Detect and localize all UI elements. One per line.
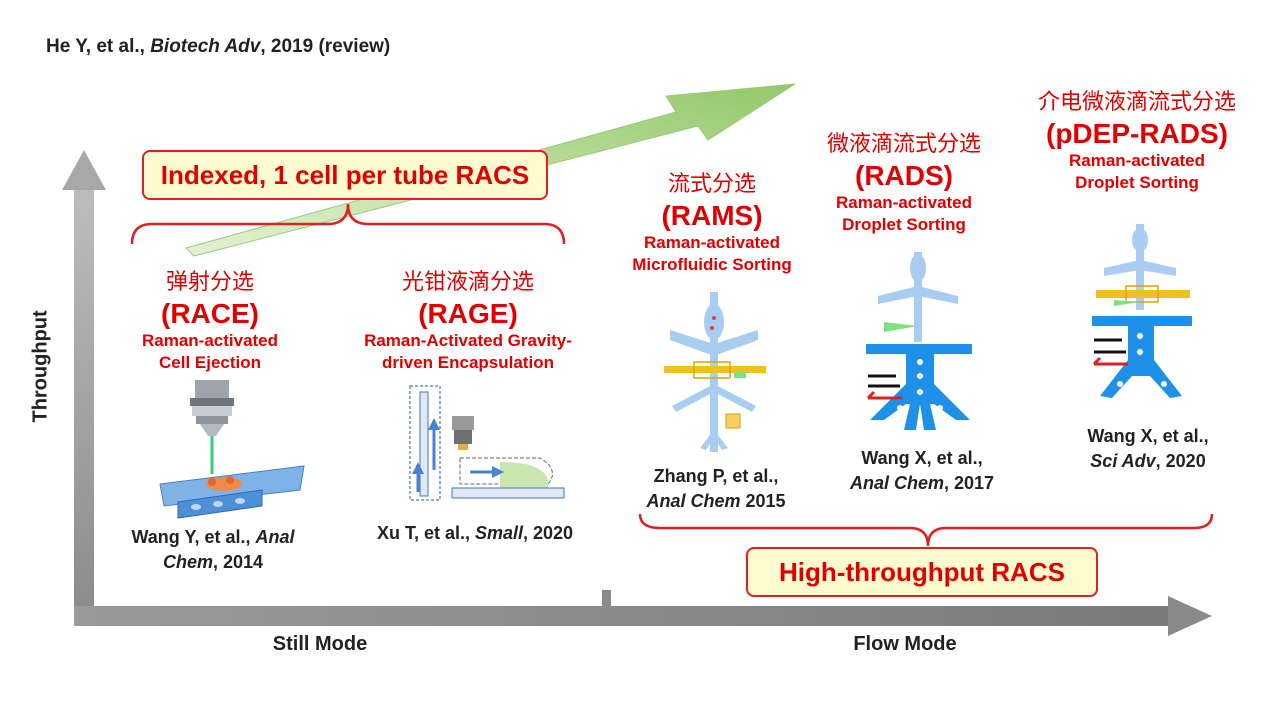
rams-reference: Zhang P, et al., Anal Chem 2015	[626, 464, 806, 514]
rams-desc-2: Microfluidic Sorting	[632, 255, 792, 274]
race-ref-year: , 2014	[212, 552, 264, 572]
rads-reference: Wang X, et al., Anal Chem, 2017	[832, 446, 1012, 496]
race-ref-journal-2: Chem	[162, 552, 213, 572]
pdep-rads-ref-journal: Sci Adv	[1090, 451, 1156, 471]
race-illustration	[159, 380, 305, 519]
brace-still-mode	[130, 203, 566, 245]
rads-zh-title: 微液滴流式分选	[826, 132, 981, 157]
pdep-rads-zh-title: 介电微液滴流式分选	[1037, 90, 1236, 115]
rage-desc-1: Raman-Activated Gravity-	[364, 331, 572, 350]
header-citation: He Y, et al., Biotech Adv, 2019 (review)	[46, 36, 390, 58]
race-reference: Wang Y, et al., Anal Chem, 2014	[118, 525, 308, 575]
race-ref-journal-1: Anal	[255, 527, 295, 547]
rage-ref-year: , 2020	[523, 523, 574, 543]
pdep-rads-ref-authors: Wang X, et al.,	[1087, 426, 1209, 446]
rage-desc-2: driven Encapsulation	[382, 353, 554, 372]
header-author: He Y, et al.,	[46, 36, 151, 57]
method-rage: 光钳液滴分选 (RAGE) Raman-Activated Gravity- d…	[336, 264, 600, 374]
rams-illustration	[664, 292, 766, 452]
race-desc-1: Raman-activated	[141, 331, 279, 350]
x-axis-arrow	[74, 590, 1212, 636]
pdep-rads-illustration	[1092, 224, 1192, 398]
high-throughput-racs-box: High-throughput RACS	[746, 547, 1098, 597]
rads-ref-authors: Wang X, et al.,	[861, 448, 983, 468]
y-axis-label: Throughput	[29, 310, 52, 423]
x-axis-label-still: Still Mode	[272, 633, 368, 655]
method-rads: 微液滴流式分选 (RADS) Raman-activated Droplet S…	[804, 126, 1004, 236]
rams-ref-journal: Anal Chem	[646, 491, 741, 511]
rage-ref-authors: Xu T, et al.,	[376, 523, 475, 543]
header-journal: Biotech Adv	[150, 36, 261, 57]
rads-desc-1: Raman-activated	[835, 193, 973, 212]
rage-zh-title: 光钳液滴分选	[401, 270, 534, 295]
method-rams: 流式分选 (RAMS) Raman-activated Microfluidic…	[606, 166, 818, 276]
rams-desc-1: Raman-activated	[643, 233, 781, 252]
rads-ref-journal: Anal Chem	[849, 473, 944, 493]
pdep-rads-abbr: (pDEP-RADS)	[1046, 118, 1228, 149]
race-desc-2: Cell Ejection	[158, 353, 262, 372]
x-axis-label-flow: Flow Mode	[853, 633, 957, 655]
header-rest: , 2019 (review)	[260, 36, 391, 57]
rage-abbr: (RAGE)	[418, 298, 518, 329]
rage-reference: Xu T, et al., Small, 2020	[360, 521, 590, 546]
y-axis-arrow	[62, 150, 106, 626]
race-abbr: (RACE)	[161, 298, 259, 329]
brace-flow-mode	[638, 513, 1214, 547]
pdep-rads-desc-2: Droplet Sorting	[1075, 173, 1199, 192]
pdep-rads-ref-year: , 2020	[1155, 451, 1206, 471]
rads-abbr: (RADS)	[855, 160, 953, 191]
rage-ref-journal: Small	[474, 523, 523, 543]
rams-ref-authors: Zhang P, et al.,	[653, 466, 779, 486]
rads-illustration	[866, 252, 972, 430]
race-zh-title: 弹射分选	[165, 270, 254, 295]
rage-illustration	[409, 385, 565, 501]
race-ref-authors: Wang Y, et al.,	[131, 527, 256, 547]
indexed-racs-box: Indexed, 1 cell per tube RACS	[142, 150, 548, 200]
rams-ref-year: 2015	[740, 491, 786, 511]
rams-zh-title: 流式分选	[667, 172, 756, 197]
method-pdep-rads: 介电微液滴流式分选 (pDEP-RADS) Raman-activated Dr…	[1006, 84, 1268, 194]
rams-abbr: (RAMS)	[661, 200, 763, 231]
rads-ref-year: , 2017	[943, 473, 995, 493]
pdep-rads-reference: Wang X, et al., Sci Adv, 2020	[1058, 424, 1238, 474]
rads-desc-2: Droplet Sorting	[842, 215, 966, 234]
pdep-rads-desc-1: Raman-activated	[1068, 151, 1206, 170]
method-race: 弹射分选 (RACE) Raman-activated Cell Ejectio…	[110, 264, 310, 374]
